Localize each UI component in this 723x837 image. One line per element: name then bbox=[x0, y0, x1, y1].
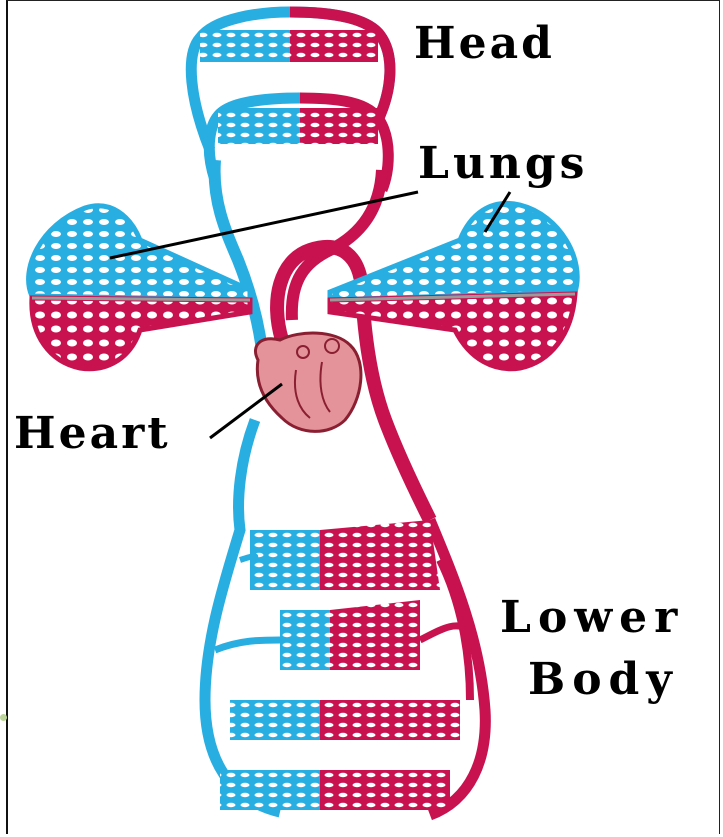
heart-organ bbox=[255, 333, 360, 431]
lungs-leader-left bbox=[110, 192, 418, 258]
label-head: Head bbox=[414, 22, 555, 66]
left-lung bbox=[29, 206, 250, 369]
head-capillaries-lower bbox=[218, 108, 300, 144]
head-capillaries-upper bbox=[200, 30, 290, 62]
label-heart: Heart bbox=[14, 412, 171, 456]
head-capillaries-lower-red bbox=[300, 108, 378, 144]
label-lungs: Lungs bbox=[418, 142, 588, 186]
head-circulation bbox=[191, 12, 390, 190]
lower-body-capillaries bbox=[215, 520, 470, 810]
label-body: Body bbox=[528, 658, 679, 702]
head-capillaries-upper-red bbox=[290, 30, 378, 62]
label-lower: Lower bbox=[500, 596, 684, 640]
